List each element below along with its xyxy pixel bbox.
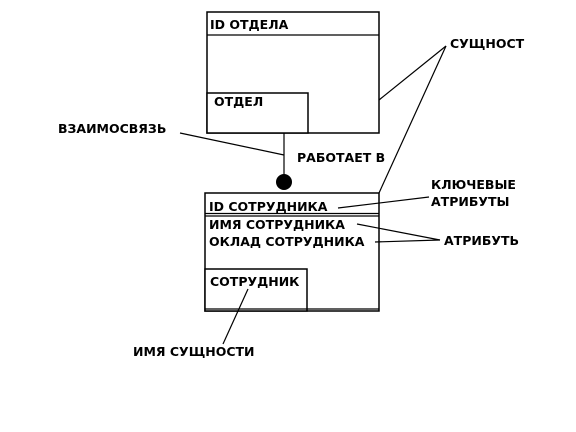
callout-key-attributes-line2: АТРИБУТЫ <box>431 194 509 209</box>
entity-employee-attribute-name: ИМЯ СОТРУДНИКА <box>209 217 345 232</box>
callout-entity-name-line <box>222 288 249 345</box>
callout-entity-line-bottom <box>378 45 447 194</box>
entity-department-name: ОТДЕЛ <box>214 94 263 109</box>
callout-key-attributes-line1: КЛЮЧЕВЫЕ <box>431 177 516 192</box>
callout-entity-name-label: ИМЯ СУЩНОСТИ <box>133 344 255 359</box>
relationship-label: РАБОТАЕТ В <box>297 150 385 165</box>
entity-department: ID ОТДЕЛА ОТДЕЛ <box>206 11 380 134</box>
callout-key-attributes-line <box>337 196 430 209</box>
entity-employee-name-box <box>204 268 308 312</box>
callout-attributes-label: АТРИБУТЬ <box>444 233 519 248</box>
callout-attributes-line-2 <box>374 239 441 243</box>
entity-employee: ID СОТРУДНИКА ИМЯ СОТРУДНИКА ОКЛАД СОТРУ… <box>204 192 380 312</box>
callout-entity-line-top <box>378 45 447 101</box>
callout-entity-label: СУЩНОСТ <box>450 36 525 51</box>
callout-attributes-line-1 <box>356 223 441 241</box>
entity-employee-key: ID СОТРУДНИКА <box>209 199 328 214</box>
entity-department-key: ID ОТДЕЛА <box>210 17 289 32</box>
entity-employee-name: СОТРУДНИК <box>210 274 300 289</box>
entity-employee-attribute-salary: ОКЛАД СОТРУДНИКА <box>209 234 365 249</box>
callout-relationship-label: ВЗАИМОСВЯЗЬ <box>58 121 166 136</box>
relationship-dot <box>276 174 292 190</box>
callout-relationship-line <box>179 132 285 156</box>
entity-department-name-box <box>206 92 309 134</box>
